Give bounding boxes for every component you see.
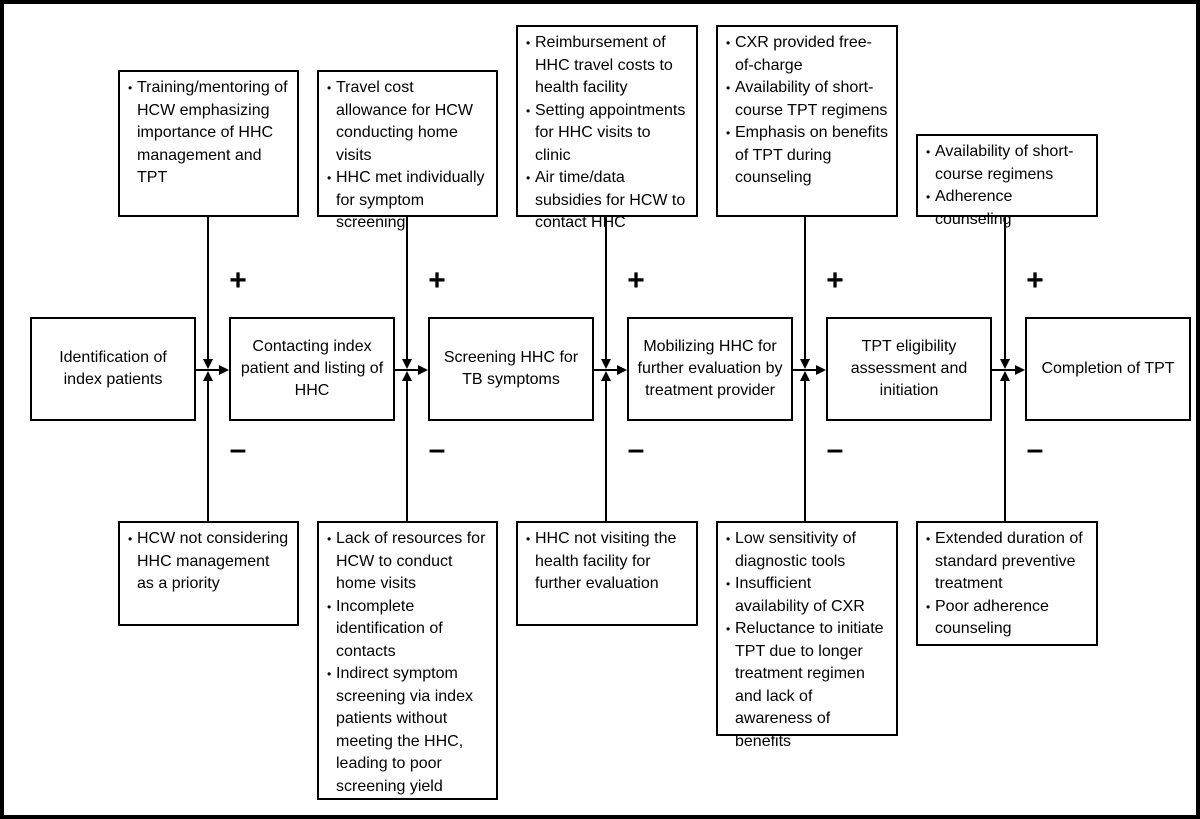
barrier-box-5: Extended duration of standard preventive… — [916, 521, 1098, 646]
facilitator-item: Reimbursement of HHC travel costs to hea… — [526, 32, 688, 100]
facilitator-arrowhead — [601, 359, 611, 369]
stage-label: TPT eligibility assessment and initiatio… — [850, 338, 968, 399]
facilitator-item: Setting appointments for HHC visits to c… — [526, 100, 688, 168]
facilitator-item: Availability of short-course TPT regimen… — [726, 77, 888, 122]
plus-sign: + — [627, 264, 645, 297]
facilitator-item: Emphasis on benefits of TPT during couns… — [726, 122, 888, 190]
barrier-arrowhead — [1000, 371, 1010, 381]
stage-label: Mobilizing HHC for further evaluation by… — [637, 338, 783, 399]
barrier-item: Lack of resources for HCW to conduct hom… — [327, 528, 488, 596]
barrier-arrowhead — [402, 371, 412, 381]
plus-sign: + — [428, 264, 446, 297]
stage-eligibility: TPT eligibility assessment and initiatio… — [826, 317, 992, 421]
facilitator-arrowhead — [203, 359, 213, 369]
plus-sign: + — [229, 264, 247, 297]
barrier-box-3: HHC not visiting the health facility for… — [516, 521, 698, 626]
minus-sign: – — [627, 433, 645, 466]
barrier-item: Extended duration of standard preventive… — [926, 528, 1088, 596]
minus-sign: – — [826, 433, 844, 466]
stage-mobilizing: Mobilizing HHC for further evaluation by… — [627, 317, 793, 421]
barrier-box-1: HCW not considering HHC management as a … — [118, 521, 299, 626]
barrier-arrowhead — [203, 371, 213, 381]
facilitator-item: Air time/data subsidies for HCW to conta… — [526, 167, 688, 235]
barrier-item: Insufficient availability of CXR — [726, 573, 888, 618]
stage-contacting: Contacting index patient and listing of … — [229, 317, 395, 421]
barrier-box-2: Lack of resources for HCW to conduct hom… — [317, 521, 498, 800]
plus-sign: + — [826, 264, 844, 297]
facilitator-box-1: Training/mentoring of HCW emphasizing im… — [118, 70, 299, 217]
plus-sign: + — [1026, 264, 1044, 297]
barrier-item: HCW not considering HHC management as a … — [128, 528, 289, 596]
flow-arrowhead — [418, 365, 428, 375]
minus-sign: – — [229, 433, 247, 466]
flow-arrowhead — [617, 365, 627, 375]
barrier-arrowhead — [601, 371, 611, 381]
barrier-item: HHC not visiting the health facility for… — [526, 528, 688, 596]
facilitator-item: Training/mentoring of HCW emphasizing im… — [128, 77, 289, 190]
barrier-box-4: Low sensitivity of diagnostic tools Insu… — [716, 521, 898, 750]
stage-screening: Screening HHC for TB symptoms — [428, 317, 594, 421]
barrier-item: Indirect symptom screening via index pat… — [327, 663, 488, 798]
stage-label: Contacting index patient and listing of … — [240, 338, 384, 399]
facilitator-box-5: Availability of short-course regimens Ad… — [916, 134, 1098, 228]
facilitator-item: Travel cost allowance for HCW conducting… — [327, 77, 488, 167]
barrier-item: Low sensitivity of diagnostic tools — [726, 528, 888, 573]
facilitator-box-2: Travel cost allowance for HCW conducting… — [317, 70, 498, 231]
facilitator-item: CXR provided free-of-charge — [726, 32, 888, 77]
stage-label: Screening HHC for TB symptoms — [443, 349, 579, 388]
flow-arrowhead — [1015, 365, 1025, 375]
facilitator-arrowhead — [402, 359, 412, 369]
stage-label: Identification of index patients — [59, 349, 167, 388]
flow-arrowhead — [816, 365, 826, 375]
facilitator-item: HHC met individually for symptom screeni… — [327, 167, 488, 235]
barrier-item: Poor adherence counseling — [926, 596, 1088, 641]
barrier-item: Incomplete identification of contacts — [327, 596, 488, 664]
stage-identification: Identification of index patients — [30, 317, 196, 421]
facilitator-box-4: CXR provided free-of-charge Availability… — [716, 25, 898, 217]
stage-completion: Completion of TPT — [1025, 317, 1191, 421]
facilitator-item: Availability of short-course regimens — [926, 141, 1088, 186]
minus-sign: – — [1026, 433, 1044, 466]
flow-arrowhead — [219, 365, 229, 375]
barrier-arrowhead — [800, 371, 810, 381]
connector-lines — [196, 217, 1025, 521]
facilitator-arrowhead — [1000, 359, 1010, 369]
facilitator-box-3: Reimbursement of HHC travel costs to hea… — [516, 25, 698, 231]
minus-sign: – — [428, 433, 446, 466]
barrier-item: Reluctance to initiate TPT due to longer… — [726, 618, 888, 753]
facilitator-arrowhead — [800, 359, 810, 369]
facilitator-item: Adherence counseling — [926, 186, 1088, 231]
stage-label: Completion of TPT — [1041, 360, 1175, 377]
